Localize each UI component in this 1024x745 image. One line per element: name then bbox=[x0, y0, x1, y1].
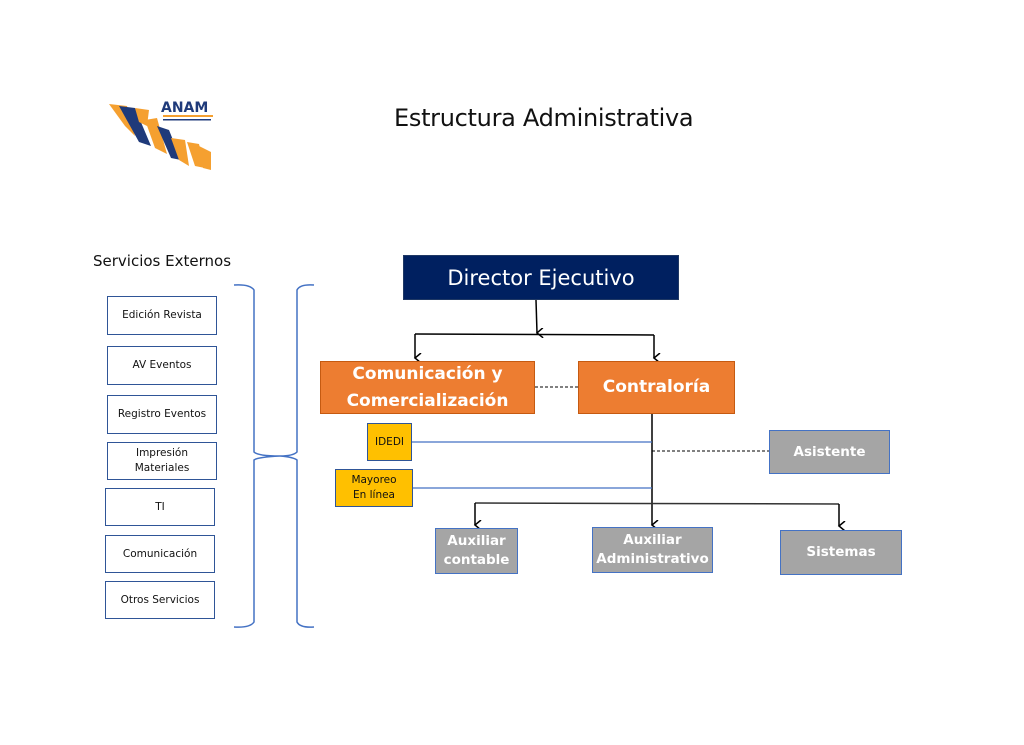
node-label: Sistemas bbox=[806, 544, 876, 560]
node-sistemas[interactable]: Sistemas bbox=[780, 530, 902, 575]
node-contraloria[interactable]: Contraloría bbox=[578, 361, 735, 414]
node-mayoreo-en-linea[interactable]: Mayoreo En línea bbox=[335, 469, 413, 507]
node-label: Director Ejecutivo bbox=[447, 265, 635, 290]
service-otros-servicios[interactable]: Otros Servicios bbox=[105, 581, 215, 619]
service-label: Otros Servicios bbox=[120, 593, 200, 606]
right-brace bbox=[233, 284, 281, 628]
service-label: Edición Revista bbox=[122, 309, 202, 321]
service-ti[interactable]: TI bbox=[105, 488, 215, 526]
node-label: Auxiliar contable bbox=[443, 533, 510, 568]
service-label: Comunicación bbox=[122, 547, 198, 560]
service-edicion-revista[interactable]: Edición Revista bbox=[107, 296, 217, 335]
service-label: Impresión Materiales bbox=[134, 447, 190, 474]
node-director-ejecutivo[interactable]: Director Ejecutivo bbox=[403, 255, 679, 300]
service-label: AV Eventos bbox=[132, 359, 192, 371]
node-label: IDEDI bbox=[375, 435, 404, 448]
node-label: Mayoreo En línea bbox=[351, 474, 397, 501]
logo-text: ANAM bbox=[161, 100, 208, 116]
node-idedi[interactable]: IDEDI bbox=[367, 423, 412, 461]
node-comunicacion-comercializacion[interactable]: Comunicación y Comercialización bbox=[320, 361, 535, 414]
bottom-horizontal-line bbox=[474, 502, 840, 505]
service-impresion-materiales[interactable]: Impresión Materiales bbox=[107, 442, 217, 480]
anam-logo: ANAM bbox=[105, 96, 217, 174]
anam-logo-graphic: ANAM bbox=[109, 100, 213, 170]
external-services-header: Servicios Externos bbox=[93, 252, 232, 270]
service-av-eventos[interactable]: AV Eventos bbox=[107, 346, 217, 385]
service-registro-eventos[interactable]: Registro Eventos bbox=[107, 395, 217, 434]
node-asistente[interactable]: Asistente bbox=[769, 430, 890, 474]
node-label: Asistente bbox=[793, 443, 866, 460]
node-auxiliar-administrativo[interactable]: Auxiliar Administrativo bbox=[592, 527, 713, 573]
director-down-line bbox=[535, 299, 537, 333]
node-label: Comunicación y Comercialización bbox=[346, 363, 509, 411]
node-label: Contraloría bbox=[602, 377, 711, 397]
service-label: Registro Eventos bbox=[117, 408, 207, 420]
service-label: TI bbox=[155, 500, 165, 513]
left-brace bbox=[279, 284, 315, 628]
service-comunicacion[interactable]: Comunicación bbox=[105, 535, 215, 573]
page-title: Estructura Administrativa bbox=[394, 104, 694, 132]
node-auxiliar-contable[interactable]: Auxiliar contable bbox=[435, 528, 518, 574]
branch-horizontal-line bbox=[414, 333, 655, 336]
node-label: Auxiliar Administrativo bbox=[596, 532, 709, 567]
